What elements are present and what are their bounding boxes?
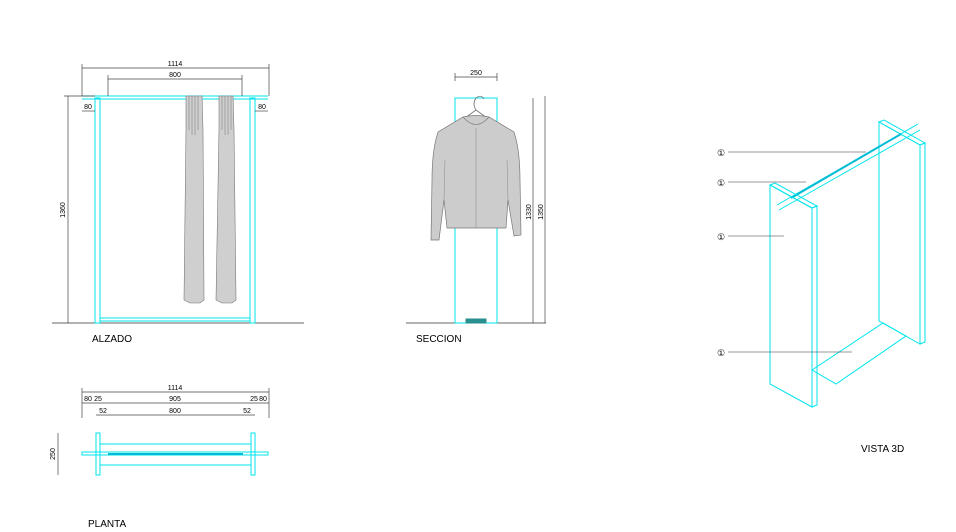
left-post	[94, 97, 101, 324]
callout-marker: ①	[717, 148, 725, 158]
plan-left-post	[95, 432, 101, 476]
dim-planta-total: 1114	[168, 385, 183, 392]
dim-planta-e: 52	[99, 408, 107, 415]
dim-planta-d: 80	[259, 396, 267, 403]
dim-planta-b: 25	[94, 396, 102, 403]
dim-planta-depth: 250	[50, 448, 57, 460]
hanging-garment-left	[183, 95, 205, 304]
dim-planta-a: 80	[84, 396, 92, 403]
dim-alzado-left-offset: 80	[84, 104, 92, 111]
base-block	[465, 318, 487, 324]
label-vista3d: VISTA 3D	[861, 444, 904, 455]
dim-planta-c: 25	[250, 396, 258, 403]
dim-seccion-h1: 1330	[526, 204, 533, 220]
seccion-view: 250 1330 1350 SECCION	[406, 70, 546, 345]
iso-bottom-rail	[811, 322, 907, 385]
dim-planta-f: 52	[243, 408, 251, 415]
dim-seccion-depth: 250	[470, 70, 482, 77]
label-planta: PLANTA	[88, 519, 126, 530]
hanging-garment-right	[215, 95, 237, 304]
shirt-icon	[430, 115, 522, 241]
right-post	[249, 97, 256, 324]
dim-planta-mid: 905	[169, 396, 181, 403]
dim-alzado-height: 1360	[60, 202, 67, 218]
iso-front-panel	[769, 184, 813, 408]
callout-marker: ①	[717, 348, 725, 358]
alzado-view: 1114 800 80 80 1360 ALZADO	[52, 61, 304, 345]
label-alzado: ALZADO	[92, 334, 132, 345]
callout-marker: ①	[717, 178, 725, 188]
iso-back-panel	[878, 121, 921, 345]
dim-seccion-h2: 1350	[538, 204, 545, 220]
label-seccion: SECCION	[416, 334, 462, 345]
dim-planta-inner: 800	[169, 408, 181, 415]
vista3d-view: ① ① ① ① VISTA 3D	[717, 119, 927, 455]
dim-alzado-inner: 800	[169, 72, 181, 79]
dim-alzado-total: 1114	[168, 61, 183, 68]
callout-marker: ①	[717, 232, 725, 242]
hanger-icon	[473, 95, 485, 111]
planta-view: 1114 80 25 905 25 80 52 800 52 250 PLANT…	[50, 385, 270, 530]
plan-right-post	[250, 432, 256, 476]
dim-alzado-right-offset: 80	[258, 104, 266, 111]
